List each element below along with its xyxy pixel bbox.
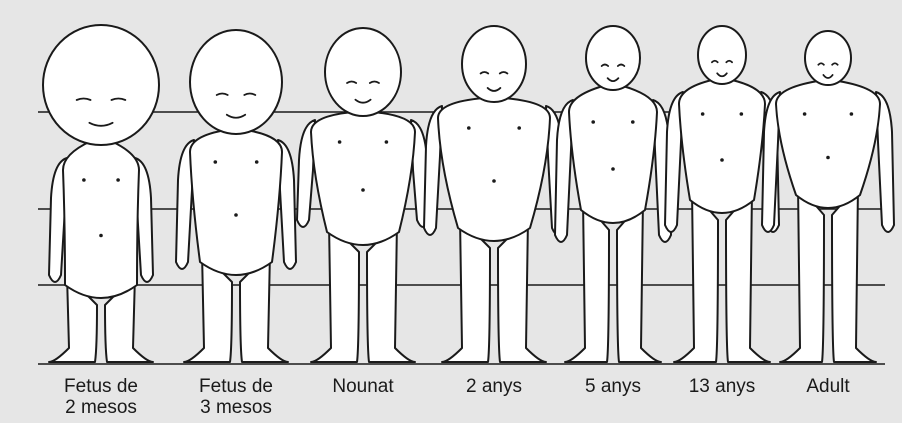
left-nipple xyxy=(591,120,595,124)
torso xyxy=(438,98,550,241)
stage-label-age-13: 13 anys xyxy=(689,376,756,397)
left-nipple xyxy=(338,140,342,144)
stage-label-line: 2 anys xyxy=(466,376,522,397)
stage-label-adult: Adult xyxy=(806,376,850,397)
stage-label-line: Fetus de xyxy=(64,376,138,397)
right-nipple xyxy=(255,160,259,164)
navel xyxy=(611,167,615,171)
torso xyxy=(569,86,657,223)
navel xyxy=(361,188,365,192)
torso xyxy=(311,112,415,245)
right-nipple xyxy=(631,120,635,124)
torso xyxy=(190,130,282,275)
stage-label-age-2: 2 anys xyxy=(466,376,522,397)
left-nipple xyxy=(82,178,86,182)
navel xyxy=(234,213,238,217)
navel xyxy=(492,179,496,183)
stage-label-line: 5 anys xyxy=(585,376,641,397)
stage-label-line: Nounat xyxy=(332,376,394,397)
head xyxy=(805,31,851,85)
right-nipple xyxy=(740,112,744,116)
stage-label-line: Adult xyxy=(806,376,850,397)
torso xyxy=(63,141,139,298)
stage-label-age-5: 5 anys xyxy=(585,376,641,397)
torso xyxy=(679,80,765,213)
stage-label-line: Fetus de xyxy=(199,376,273,397)
navel xyxy=(826,156,830,160)
left-nipple xyxy=(803,112,807,116)
left-nipple xyxy=(467,126,471,130)
right-nipple xyxy=(116,178,120,182)
stage-label-line: 3 mesos xyxy=(200,397,272,418)
left-nipple xyxy=(701,112,705,116)
stage-label-line: 2 mesos xyxy=(65,397,137,418)
left-nipple xyxy=(214,160,218,164)
head xyxy=(43,25,159,145)
right-nipple xyxy=(517,126,521,130)
head xyxy=(698,26,746,84)
right-nipple xyxy=(850,112,854,116)
navel xyxy=(720,158,724,162)
navel xyxy=(99,234,103,238)
stage-label-newborn: Nounat xyxy=(332,376,394,397)
stage-label-line: 13 anys xyxy=(689,376,756,397)
right-nipple xyxy=(385,140,389,144)
